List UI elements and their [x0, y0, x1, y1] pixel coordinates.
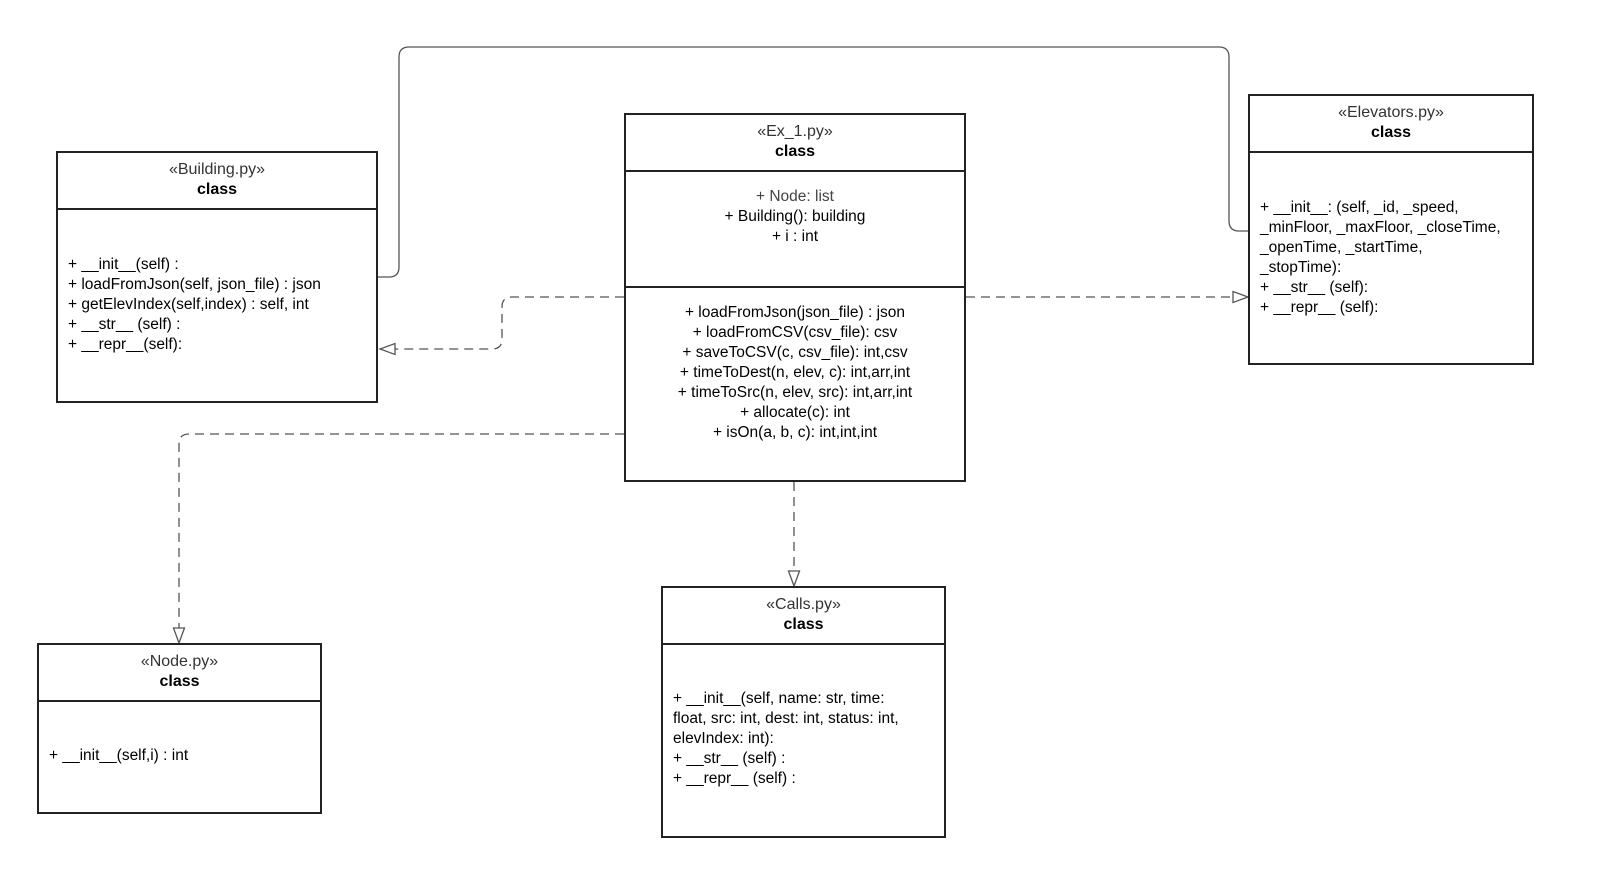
association-building-elevators — [378, 46, 1248, 278]
class-kind-label: class — [774, 143, 816, 160]
method-line: + loadFromJson(self, json_file) : json — [68, 276, 321, 293]
method-line: + getElevIndex(self,index) : self, int — [68, 296, 309, 313]
method-line: + __init__: (self, _id, _speed, — [1260, 199, 1459, 216]
class-header: «Calls.py» class — [663, 588, 944, 645]
method-line: _stopTime): — [1260, 259, 1342, 276]
method-line: _minFloor, _maxFloor, _closeTime, — [1260, 219, 1501, 236]
method-line: + __init__(self,i) : int — [49, 747, 189, 764]
class-box-building[interactable]: «Building.py» class + __init__(self) : +… — [56, 151, 378, 403]
method-line: + loadFromJson(json_file) : json — [684, 304, 906, 321]
dependency-ex1-node — [178, 433, 624, 628]
class-header: «Elevators.py» class — [1250, 96, 1532, 153]
method-line: + saveToCSV(c, csv_file): int,csv — [682, 344, 908, 361]
stereotype-label: «Calls.py» — [766, 596, 841, 613]
method-line: + __repr__ (self): — [1260, 299, 1379, 316]
method-line: + __init__(self) : — [68, 256, 179, 273]
methods-section: + __init__(self, name: str, time: float,… — [663, 645, 944, 789]
class-box-node[interactable]: «Node.py» class + __init__(self,i) : int — [37, 643, 322, 814]
methods-section: + loadFromJson(json_file) : json + loadF… — [626, 288, 964, 443]
methods-section: + __init__: (self, _id, _speed, _minFloo… — [1250, 153, 1532, 318]
class-kind-label: class — [783, 616, 824, 633]
method-line: + __str__ (self) : — [68, 316, 181, 333]
stereotype-label: «Building.py» — [168, 161, 266, 178]
method-line: _openTime, _startTime, — [1260, 239, 1423, 256]
dependency-ex1-building — [395, 296, 624, 350]
attribute-line: + Node: list — [756, 188, 834, 205]
method-line: + timeToSrc(n, elev, src): int,arr,int — [677, 384, 913, 401]
method-line: + __repr__ (self) : — [673, 770, 796, 787]
class-header: «Building.py» class — [58, 153, 376, 210]
method-line: + timeToDest(n, elev, c): int,arr,int — [679, 364, 911, 381]
stereotype-label: «Elevators.py» — [1338, 104, 1444, 121]
class-box-calls[interactable]: «Calls.py» class + __init__(self, name: … — [661, 586, 946, 838]
arrowhead-calls — [787, 570, 801, 588]
class-kind-label: class — [159, 673, 200, 690]
class-box-elevators[interactable]: «Elevators.py» class + __init__: (self, … — [1248, 94, 1534, 365]
method-line: + loadFromCSV(csv_file): csv — [692, 324, 898, 341]
method-line: elevIndex: int): — [673, 730, 774, 747]
stereotype-label: «Node.py» — [140, 653, 219, 670]
method-line: + __str__ (self) : — [673, 750, 786, 767]
arrowhead-elevators — [1232, 290, 1250, 304]
class-header: «Node.py» class — [39, 645, 320, 702]
method-line: + __repr__(self): — [68, 336, 183, 353]
method-line: float, src: int, dest: int, status: int, — [673, 710, 899, 727]
class-kind-label: class — [1370, 124, 1412, 141]
methods-section: + __init__(self) : + loadFromJson(self, … — [58, 210, 376, 355]
method-line: + allocate(c): int — [740, 404, 850, 421]
class-kind-label: class — [196, 181, 238, 198]
method-line: + __init__(self, name: str, time: — [673, 690, 885, 707]
attributes-section: + Node: list + Building(): building + i … — [626, 172, 964, 288]
class-box-ex1[interactable]: «Ex_1.py» class + Node: list + Building(… — [624, 113, 966, 482]
arrowhead-node — [172, 627, 186, 645]
method-line: + isOn(a, b, c): int,int,int — [712, 424, 878, 441]
method-line: + __str__ (self): — [1260, 279, 1369, 296]
arrowhead-building — [378, 342, 396, 356]
attribute-line: + Building(): building — [724, 208, 866, 225]
class-header: «Ex_1.py» class — [626, 115, 964, 172]
stereotype-label: «Ex_1.py» — [757, 123, 833, 140]
methods-section: + __init__(self,i) : int — [39, 702, 320, 766]
attribute-line: + i : int — [771, 228, 819, 245]
